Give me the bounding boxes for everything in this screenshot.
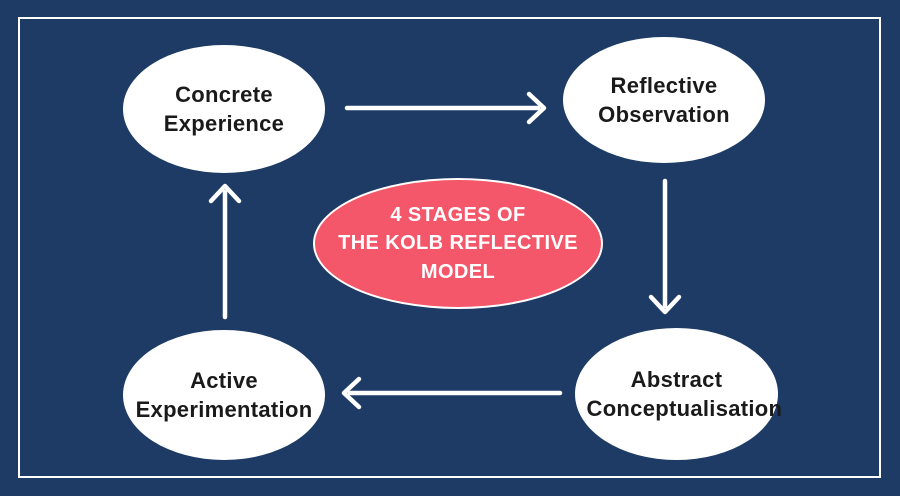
stage-label: Reflective Observation: [598, 72, 730, 127]
stage-concrete-experience: Concrete Experience: [123, 45, 325, 173]
stage-reflective-observation: Reflective Observation: [563, 37, 765, 163]
diagram-title-bubble: 4 STAGES OF THE KOLB REFLECTIVE MODEL: [313, 178, 603, 309]
stage-active-experimentation: Active Experimentation: [123, 330, 325, 460]
arrow-left-icon: [341, 376, 563, 410]
diagram-title-line: THE KOLB REFLECTIVE: [338, 232, 578, 255]
arrow-right-icon: [344, 91, 547, 125]
stage-label: Abstract Conceptualisation: [586, 366, 783, 421]
arrow-up-icon: [208, 183, 242, 320]
diagram-title-line: 4 STAGES OF: [390, 203, 526, 226]
stage-label: Concrete Experience: [163, 81, 285, 136]
diagram-title-line: MODEL: [420, 260, 496, 283]
arrow-down-icon: [648, 178, 682, 315]
stage-abstract-conceptualisation: Abstract Conceptualisation: [575, 328, 783, 460]
stage-label: Active Experimentation: [135, 367, 313, 422]
